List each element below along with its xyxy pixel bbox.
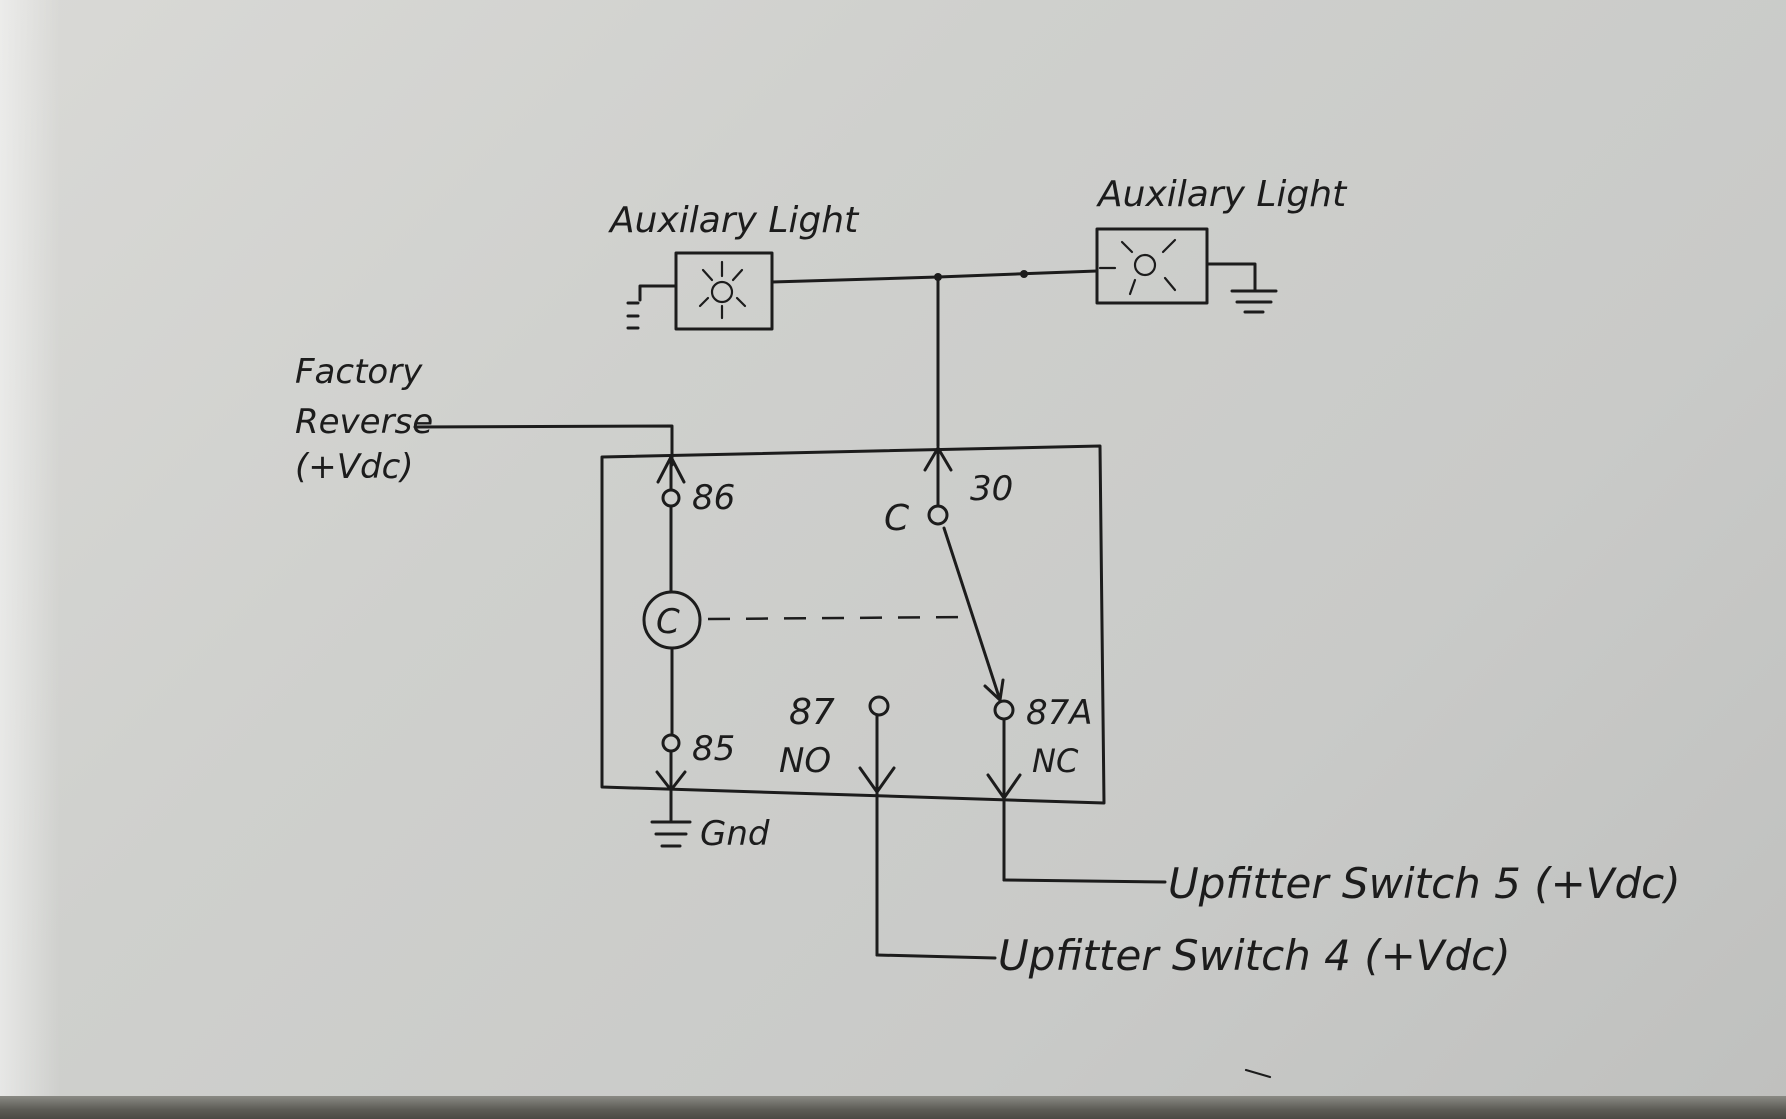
factory-reverse-label-line3: (+Vdc): [295, 447, 414, 487]
aux-light-left-label: Auxilary Light: [608, 200, 860, 241]
relay-box-outline: [600, 444, 1106, 805]
pin-87: [858, 695, 896, 957]
wire-lights-right: [936, 269, 1099, 279]
junction-dot-2: [1020, 270, 1028, 278]
wire-upfitter-4: [875, 953, 997, 960]
wire-factory-reverse: [413, 424, 674, 467]
common-label: C: [884, 498, 910, 539]
pin-85: [655, 733, 687, 802]
pin-87-label: 87: [789, 692, 835, 733]
pin-30-label: 30: [970, 469, 1013, 509]
pin-86-label: 86: [692, 478, 735, 518]
table-edge: [0, 1096, 1786, 1119]
stray-pen-mark: [1244, 1068, 1272, 1079]
upfitter-switch-5-label: Upfitter Switch 5 (+Vdc): [1168, 859, 1681, 908]
factory-reverse-label-line2: Reverse: [295, 402, 433, 442]
upfitter-switch-4-label: Upfitter Switch 4 (+Vdc): [998, 931, 1511, 980]
pin-85-label: 85: [692, 729, 735, 769]
pin-87a: [986, 699, 1022, 882]
pin-30: [923, 446, 953, 526]
coil-label: C: [656, 602, 680, 642]
ground-symbol-left: [626, 284, 678, 330]
ground-symbol-right: [1205, 262, 1278, 314]
aux-light-right-label: Auxilary Light: [1096, 174, 1348, 215]
switch-arm-tip: [983, 678, 1005, 702]
actuator-link: [707, 615, 973, 621]
wire-lights-left: [770, 275, 940, 284]
switch-arm: [942, 526, 1002, 702]
factory-reverse-label-line1: Factory: [295, 352, 423, 392]
aux-light-left: [674, 251, 774, 331]
ground-symbol-85: [650, 798, 692, 848]
aux-light-right: [1095, 227, 1209, 305]
wire-upfitter-5: [1002, 878, 1167, 884]
pin-86: [656, 455, 686, 508]
pin-87-type-label: NO: [779, 741, 831, 781]
paper-shadow: [0, 0, 60, 1119]
pin-87a-label: 87A: [1026, 693, 1093, 733]
ground-label: Gnd: [700, 814, 770, 854]
pin-87a-type-label: NC: [1032, 742, 1079, 780]
